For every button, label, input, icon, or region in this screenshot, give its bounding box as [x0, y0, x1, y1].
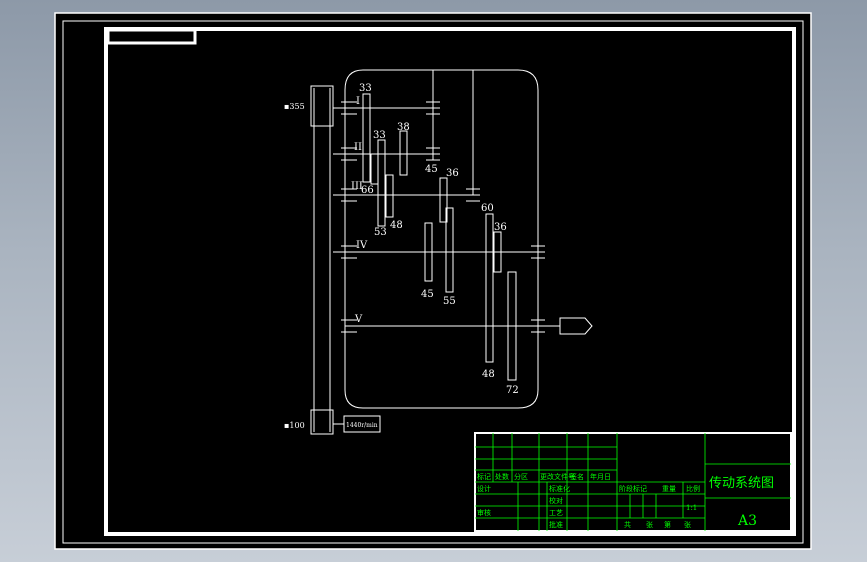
teeth-label: 55: [443, 296, 456, 307]
outer-frame: [62, 20, 804, 544]
gear-66: [370, 153, 379, 185]
gear-45-IV: [424, 222, 433, 282]
gearbox-housing: [344, 69, 539, 409]
inner-frame: [104, 27, 796, 536]
gear-38: [399, 130, 408, 176]
tb-sheet-cell: 共: [624, 520, 631, 529]
teeth-label: 33: [359, 83, 372, 94]
teeth-label: 60: [481, 203, 494, 214]
belt-pulley-upper: [310, 85, 334, 127]
tb-row1-cell: 签名: [570, 472, 584, 481]
tb-standard: 标准化: [549, 484, 570, 493]
gear-33-a: [362, 93, 371, 183]
tb-design: 设计: [477, 484, 491, 493]
drawing-title: 传动系统图: [709, 476, 774, 491]
drawing-number-box: [106, 28, 197, 45]
shaft-label-IV: IV: [356, 240, 368, 251]
tb-approve: 批准: [549, 520, 563, 529]
gear-36-IV: [493, 231, 502, 273]
teeth-label: 48: [482, 369, 495, 380]
teeth-label: 45: [425, 164, 438, 175]
title-block-text: 标记 处数 分区 更改文件号 签名 年月日 设计 标准化 阶段标记 重量 比例 …: [477, 472, 700, 529]
shaft-label-III: III: [351, 181, 363, 192]
input-speed-label: ▪355: [284, 102, 305, 111]
tb-row1-cell: 分区: [514, 472, 528, 481]
viewport-border: [54, 12, 812, 550]
shaft-label-V: V: [354, 314, 363, 325]
belt-pulley-lower: [310, 409, 334, 435]
gear-48-III: [385, 174, 394, 218]
tb-row1-cell: 标记: [477, 472, 491, 481]
teeth-label: 66: [361, 185, 374, 196]
gear-36-III: [439, 177, 448, 223]
shaft-label-II: II: [354, 142, 362, 153]
teeth-label: 48: [390, 220, 403, 231]
motor-pulley-label: ▪100: [284, 421, 305, 430]
tb-sheet-cell: 张: [646, 520, 653, 529]
tb-check: 校对: [549, 496, 563, 505]
tb-weight: 重量: [662, 485, 676, 493]
teeth-label: 36: [446, 168, 459, 179]
shaft-label-I: I: [356, 96, 360, 107]
tb-stage: 阶段标记: [619, 484, 647, 493]
bearings: [341, 101, 545, 333]
teeth-label: 36: [494, 222, 507, 233]
title-block-grid: [475, 433, 791, 531]
tb-sheet-cell: 第: [664, 520, 671, 529]
teeth-label: 33: [373, 130, 386, 141]
teeth-label: 45: [421, 289, 434, 300]
title-block: 标记 处数 分区 更改文件号 签名 年月日 设计 标准化 阶段标记 重量 比例 …: [474, 432, 792, 532]
spindle-tool: [559, 317, 593, 335]
teeth-label: 53: [374, 227, 387, 238]
gear-labels: 33 33 38 45 36 66 53 48 60 36 45 55 48 7…: [359, 83, 519, 396]
gear-72: [507, 271, 517, 381]
sheet-size: A3: [737, 513, 757, 529]
shafts: [333, 70, 560, 327]
tb-sheet-cell: 张: [684, 520, 691, 529]
teeth-label: 38: [397, 122, 410, 133]
motor-speed-label: 1440r/min: [346, 422, 378, 429]
gear-55: [445, 207, 454, 293]
gear-60: [485, 213, 494, 363]
tb-row1-cell: 年月日: [590, 472, 611, 481]
tb-row1-cell: 处数: [495, 472, 509, 481]
gears: [362, 93, 517, 381]
tb-row1-cell: 更改文件号: [540, 472, 575, 481]
teeth-label: 72: [506, 385, 519, 396]
tb-scale-header: 比例: [686, 484, 700, 493]
tb-review: 审核: [477, 508, 491, 517]
tb-craft: 工艺: [549, 509, 563, 517]
tb-scale-value: 1:1: [686, 504, 697, 512]
